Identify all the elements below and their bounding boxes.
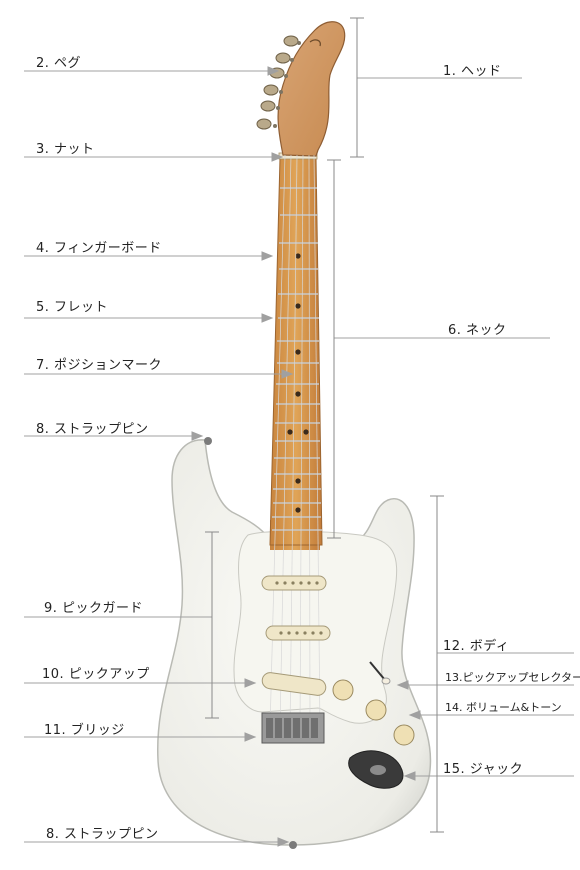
tuning-pegs — [256, 35, 299, 130]
label-jack: 15. ジャック — [443, 762, 524, 777]
position-marks — [287, 253, 309, 513]
label-body: 12. ボディ — [443, 639, 510, 654]
label-peg: 2. ペグ — [36, 56, 82, 71]
label-nut: 3. ナット — [36, 142, 95, 157]
label-strap-pin-top: 8. ストラップピン — [36, 422, 149, 437]
label-pickguard: 9. ピックガード — [44, 601, 144, 616]
strap-pin-bottom — [289, 841, 297, 849]
control-knobs — [332, 679, 415, 746]
selector-switch — [369, 661, 386, 681]
label-volume-tone: 14. ボリューム&トーン — [445, 701, 562, 714]
label-pickup-selector: 13.ピックアップセレクター — [445, 671, 580, 684]
label-head: 1. ヘッド — [443, 64, 502, 79]
label-fingerboard: 4. フィンガーボード — [36, 241, 162, 256]
strap-pin-top — [204, 437, 212, 445]
label-fret: 5. フレット — [36, 300, 109, 315]
label-position-mark: 7. ポジションマーク — [36, 358, 163, 373]
leader-lines — [24, 66, 294, 847]
label-strap-pin-bottom: 8. ストラップピン — [46, 827, 159, 842]
range-brackets — [205, 17, 444, 833]
frets — [272, 187, 322, 531]
label-pickup: 10. ピックアップ — [42, 667, 150, 682]
label-neck: 6. ネック — [448, 323, 507, 338]
label-bridge: 11. ブリッジ — [44, 723, 125, 738]
